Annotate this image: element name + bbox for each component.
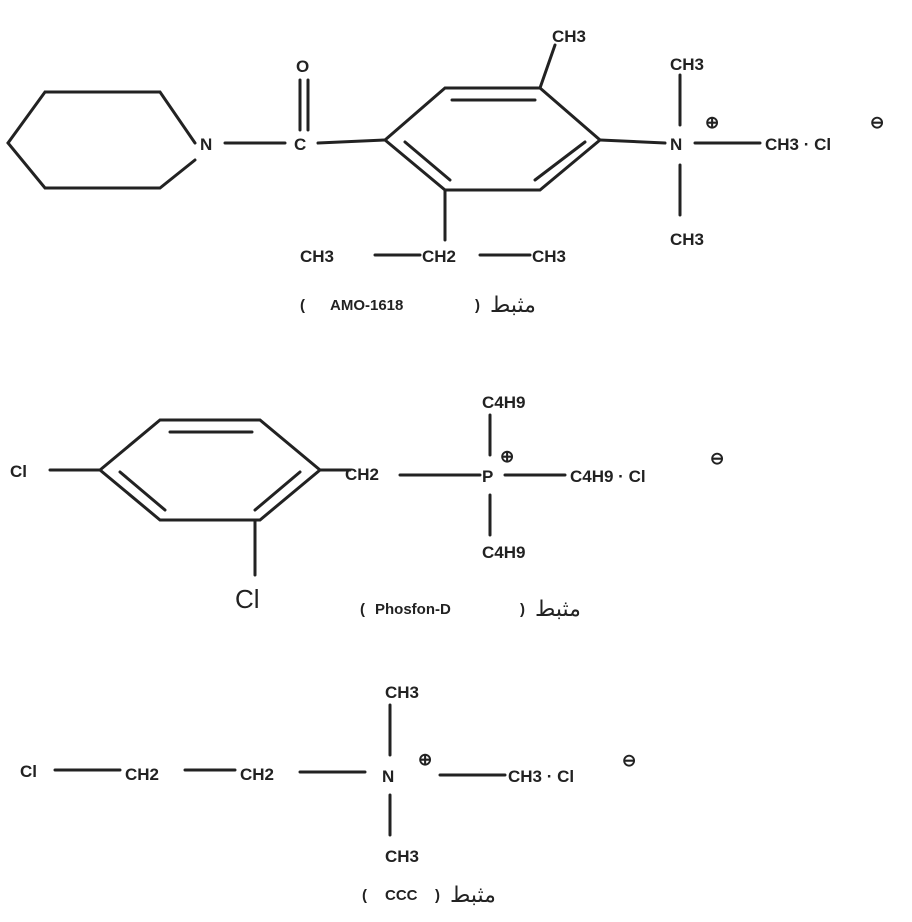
counter-ion: C4H9 · Cl — [570, 467, 646, 486]
minus-charge: ⊖ — [622, 751, 636, 770]
benzene-ring — [382, 86, 603, 192]
atom-ch3: CH3 — [300, 247, 334, 266]
atom-n: N — [200, 135, 212, 154]
atom-cl: Cl — [20, 762, 37, 781]
benzene-ring — [97, 418, 323, 522]
piperidine-ring — [6, 90, 197, 190]
svg-text:): ) — [520, 601, 525, 618]
atom-c4h9: C4H9 — [482, 543, 525, 562]
atom-ch3: CH3 — [670, 55, 704, 74]
atom-ch2: CH2 — [240, 765, 274, 784]
atom-n: N — [382, 767, 394, 786]
svg-text:(: ( — [362, 887, 367, 904]
atom-ch3: CH3 — [532, 247, 566, 266]
minus-charge: ⊖ — [710, 449, 724, 468]
svg-text:): ) — [435, 887, 440, 904]
atom-c4h9: C4H9 — [482, 393, 525, 412]
atom-ch2: CH2 — [422, 247, 456, 266]
atom-ch3: CH3 — [670, 230, 704, 249]
atom-ch3: CH3 — [385, 683, 419, 702]
atom-ch2: CH2 — [125, 765, 159, 784]
caption-arabic: مثبط — [535, 597, 581, 622]
caption-arabic: مثبط — [490, 293, 536, 318]
molecule-ccc: Cl CH2 CH2 N ⊕ CH3 CH3 CH3 · Cl ⊖ ( CCC … — [20, 683, 636, 908]
molecule-amo-1618: N C O CH3 N CH3 CH3 ⊕ CH3 · Cl ⊖ CH3 CH2… — [6, 27, 884, 318]
caption-arabic: مثبط — [450, 883, 496, 908]
atom-cl: Cl — [235, 584, 260, 614]
atom-n: N — [670, 135, 682, 154]
compound-name: CCC — [385, 887, 418, 904]
counter-ion: CH3 · Cl — [508, 767, 574, 786]
plus-charge: ⊕ — [705, 113, 719, 132]
atom-ch3: CH3 — [385, 847, 419, 866]
plus-charge: ⊕ — [418, 750, 432, 769]
compound-name: AMO-1618 — [330, 297, 403, 314]
compound-name: Phosfon-D — [375, 601, 451, 618]
svg-text:(: ( — [300, 297, 305, 314]
atom-ch3: CH3 — [552, 27, 586, 46]
minus-charge: ⊖ — [870, 113, 884, 132]
atom-ch2: CH2 — [345, 465, 379, 484]
svg-text:(: ( — [360, 601, 365, 618]
svg-text:): ) — [475, 297, 480, 314]
atom-p: P — [482, 467, 493, 486]
atom-o: O — [296, 57, 309, 76]
atom-cl: Cl — [10, 462, 27, 481]
molecule-phosfon-d: Cl Cl CH2 P ⊕ C4H9 C4H9 C4H9 · Cl ⊖ ( Ph… — [10, 393, 724, 622]
counter-ion: CH3 · Cl — [765, 135, 831, 154]
atom-c: C — [294, 135, 306, 154]
plus-charge: ⊕ — [500, 447, 514, 466]
